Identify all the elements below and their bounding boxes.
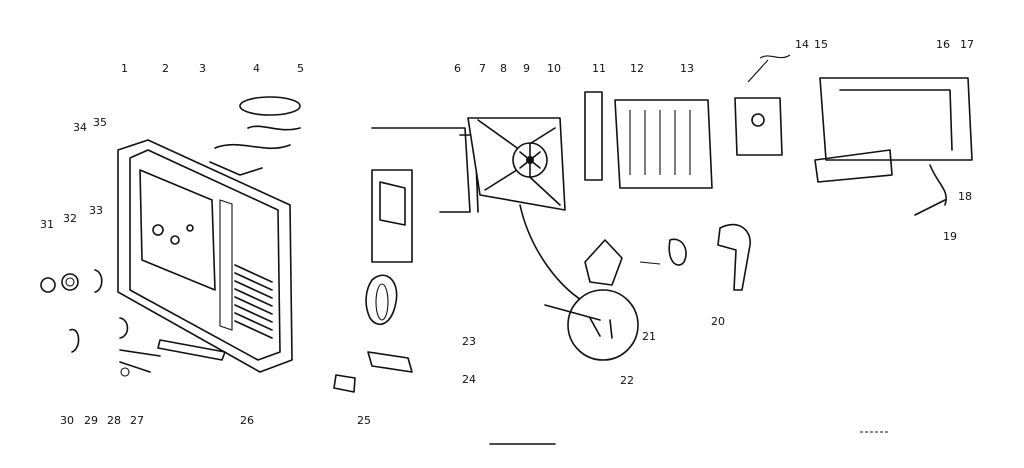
callout-24: 24 <box>462 373 476 386</box>
blower-housing <box>467 117 566 211</box>
callout-16: 16 <box>936 38 950 51</box>
fan-blade <box>365 274 398 326</box>
callout-2: 2 <box>162 62 169 75</box>
callout-30: 30 <box>60 414 74 427</box>
callout-1: 1 <box>121 62 128 75</box>
compressor-parts <box>584 223 751 291</box>
callout-15: 15 <box>814 38 828 51</box>
callout-33: 33 <box>89 204 103 217</box>
fan-motor <box>519 204 639 361</box>
cabinet-shell <box>814 77 973 216</box>
front-panel <box>117 139 293 373</box>
callout-27: 27 <box>130 414 144 427</box>
callout-labels: 1 2 3 4 5 6 7 8 9 10 11 12 13 14 15 16 1… <box>40 38 974 427</box>
filter-parts <box>209 96 301 176</box>
callout-9: 9 <box>523 62 530 75</box>
callout-19: 19 <box>943 230 957 243</box>
callout-32: 32 <box>63 212 77 225</box>
callout-34: 34 <box>73 121 87 134</box>
control-box <box>734 54 791 156</box>
mount-brackets <box>333 351 413 393</box>
callout-7: 7 <box>479 62 486 75</box>
callout-3: 3 <box>199 62 206 75</box>
callout-22: 22 <box>620 374 634 387</box>
callout-14: 14 <box>795 38 809 51</box>
callout-28: 28 <box>107 414 121 427</box>
callout-10: 10 <box>547 62 561 75</box>
callout-8: 8 <box>500 62 507 75</box>
callout-31: 31 <box>40 218 54 231</box>
callout-17: 17 <box>960 38 974 51</box>
callout-26: 26 <box>240 414 254 427</box>
callout-20: 20 <box>711 315 725 328</box>
callout-11: 11 <box>592 62 606 75</box>
callout-35: 35 <box>93 116 107 129</box>
callout-18: 18 <box>958 190 972 203</box>
control-knobs <box>40 269 161 377</box>
callout-5: 5 <box>297 62 304 75</box>
callout-12: 12 <box>630 62 644 75</box>
callout-13: 13 <box>680 62 694 75</box>
callout-6: 6 <box>454 62 461 75</box>
callout-29: 29 <box>84 414 98 427</box>
evaporator-coil <box>584 91 713 189</box>
callout-21: 21 <box>642 330 656 343</box>
front-louvers <box>234 264 273 339</box>
callout-4: 4 <box>253 62 260 75</box>
callout-25: 25 <box>357 414 371 427</box>
bulkhead-panel <box>371 127 479 263</box>
callout-23: 23 <box>462 335 476 348</box>
